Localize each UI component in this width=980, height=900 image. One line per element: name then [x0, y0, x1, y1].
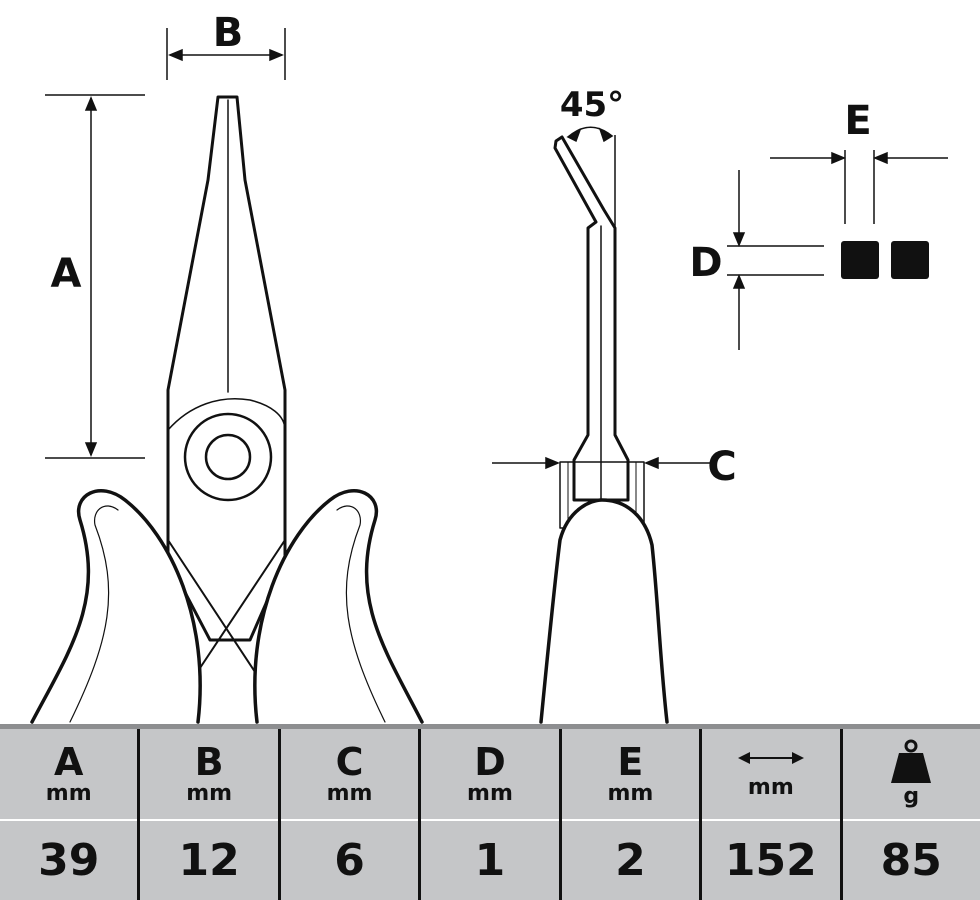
spec-value-cell: 85	[843, 821, 980, 900]
spec-header: C mm	[280, 729, 419, 821]
tip-section-left	[841, 241, 879, 279]
tip-section-right	[891, 241, 929, 279]
angle-indicator	[566, 126, 616, 228]
label-e: E	[844, 98, 871, 144]
spec-value: 85	[880, 835, 942, 886]
dimension-b	[166, 28, 286, 80]
spec-header: mm	[702, 729, 840, 821]
spec-header-label: B	[194, 740, 224, 784]
plier-technical-drawing: B A 45° C	[30, 10, 948, 724]
spec-header: g	[842, 729, 980, 821]
right-handle-inner	[336, 505, 386, 723]
spec-header-unit: mm	[45, 781, 92, 806]
label-a: A	[51, 251, 82, 297]
spec-header: D mm	[421, 729, 559, 821]
spec-value-cell: 1	[421, 821, 558, 900]
cross-line	[199, 539, 286, 669]
side-handle	[539, 498, 669, 724]
spec-column-b: B mm 12	[137, 729, 278, 900]
label-b: B	[213, 10, 244, 56]
spec-value: 2	[615, 835, 646, 886]
dimension-d	[727, 170, 824, 350]
spec-header-unit: mm	[747, 775, 794, 800]
dimension-a	[45, 94, 145, 459]
label-angle: 45°	[560, 85, 624, 125]
pivot-rivet-inner	[204, 433, 252, 481]
spec-header-unit: mm	[326, 781, 373, 806]
spec-value: 1	[474, 835, 506, 886]
spec-column-length: mm 152	[699, 729, 840, 900]
spec-value-cell: 6	[281, 821, 418, 900]
spec-header: B mm	[140, 729, 278, 821]
spec-value: 39	[38, 835, 100, 886]
double-arrow-icon	[737, 752, 804, 764]
jaw-outline	[166, 95, 287, 642]
spec-header-label: D	[474, 740, 506, 784]
dimension-c	[492, 456, 710, 470]
spec-column-d: D mm 1	[418, 729, 559, 900]
spec-column-c: C mm 6	[277, 729, 419, 900]
plier-front-view	[30, 95, 424, 724]
label-d: D	[689, 240, 722, 286]
right-handle	[253, 489, 424, 724]
spec-value: 152	[724, 835, 817, 886]
pivot-rivet-outer	[183, 412, 273, 502]
spec-column-e: E mm 2	[558, 729, 700, 900]
spec-header-unit: g	[903, 784, 920, 809]
spec-value: 12	[178, 835, 240, 886]
left-handle	[30, 489, 202, 724]
pivot-curve	[167, 398, 286, 431]
spec-header-label: C	[335, 740, 364, 784]
cross-line	[167, 539, 256, 673]
spec-value-cell: 2	[562, 821, 699, 900]
left-handle-inner	[69, 505, 119, 723]
spec-value-cell: 39	[0, 821, 137, 900]
spec-header-label: A	[54, 740, 84, 784]
spec-value: 6	[334, 835, 365, 886]
label-c: C	[707, 444, 736, 490]
spec-header-unit: mm	[607, 781, 654, 806]
spec-header: A mm	[0, 729, 138, 821]
spec-column-a: A mm 39	[0, 729, 138, 900]
bent-tip	[553, 135, 630, 502]
spec-value-cell: 152	[702, 821, 839, 900]
spec-table: A mm 39 B mm 12 C mm 6 D mm 1	[0, 724, 980, 900]
spec-header-unit: mm	[467, 781, 513, 806]
spec-header: E mm	[561, 729, 700, 821]
dimension-e	[770, 150, 948, 224]
plier-side-view	[539, 135, 669, 724]
spec-column-weight: g 85	[839, 729, 980, 900]
tip-cross-section	[841, 241, 929, 279]
spec-header-label: E	[617, 740, 644, 784]
spec-value-cell: 12	[140, 821, 277, 900]
spec-header-unit: mm	[186, 781, 233, 806]
weight-icon	[891, 739, 932, 783]
